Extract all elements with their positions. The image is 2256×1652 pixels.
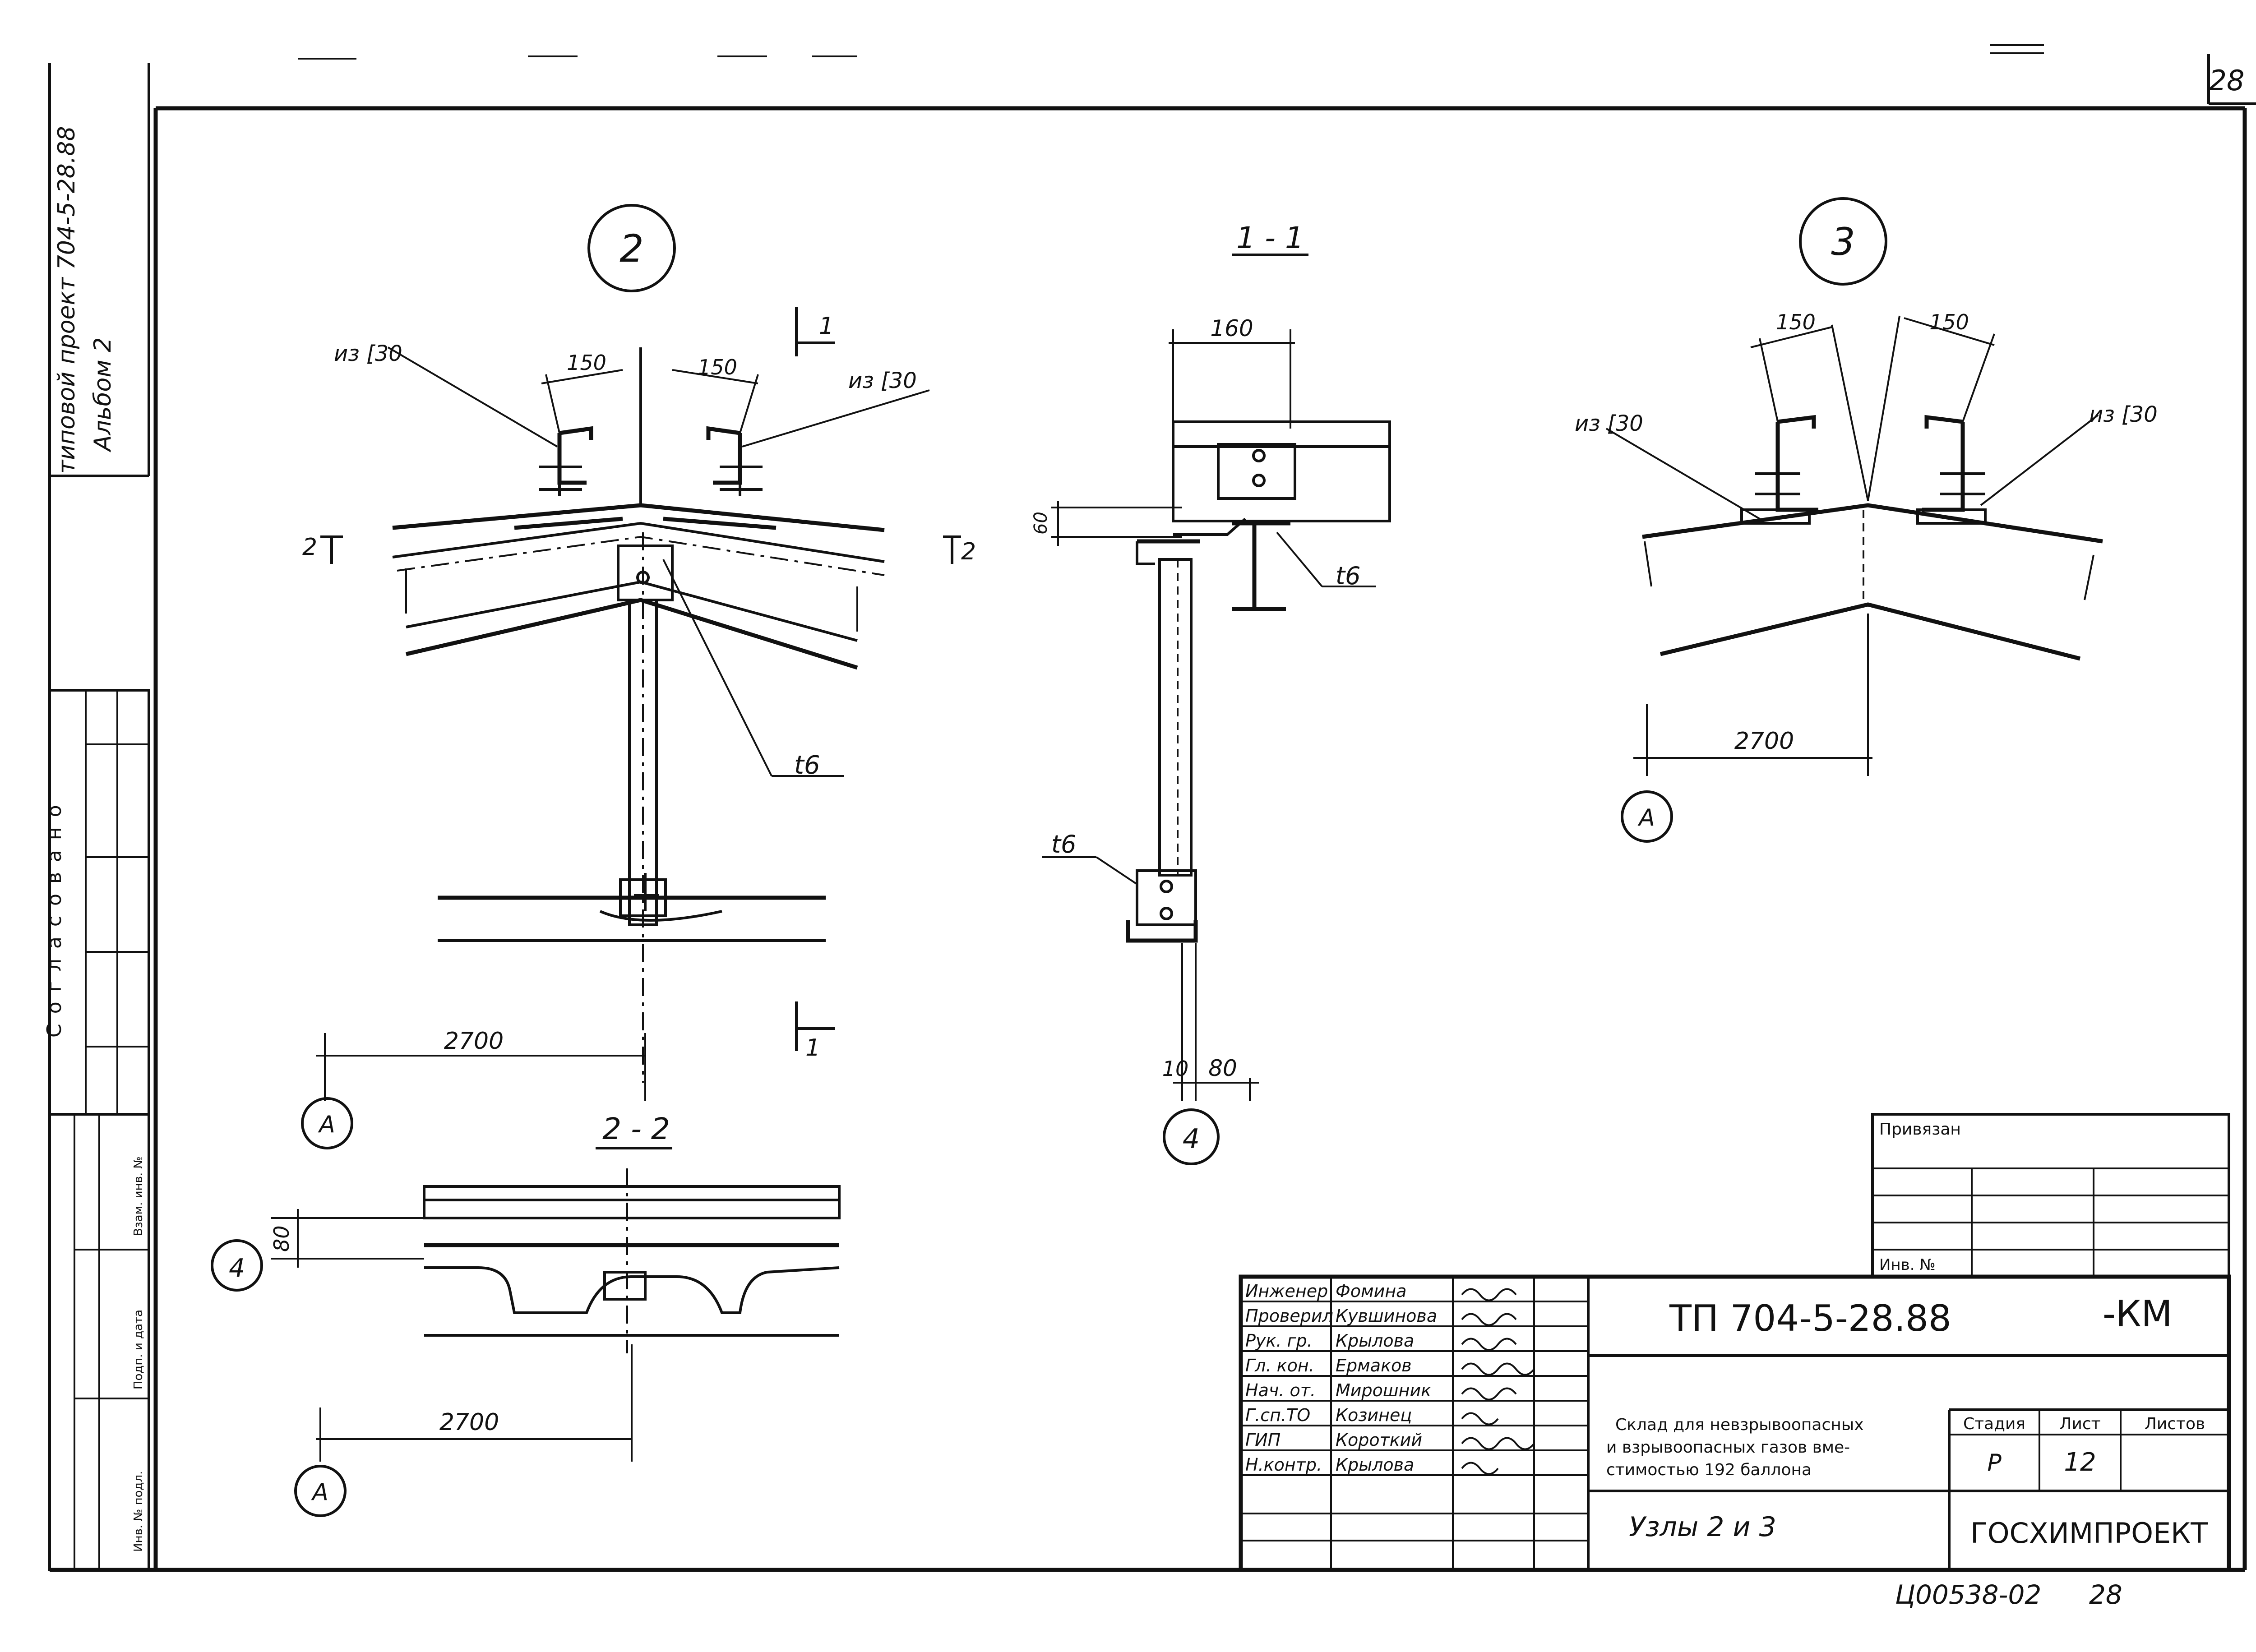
stage-header: Стадия — [1963, 1415, 2025, 1433]
sheet-value: 12 — [2064, 1448, 2096, 1477]
node2-axis: А — [318, 1111, 335, 1138]
node2-callout: 2 — [619, 226, 643, 271]
node2-profile-right: из [30 — [848, 368, 917, 393]
stamp-label-replaced: Взам. инв. № — [132, 1156, 145, 1236]
node2-cut-1-top: 1 — [819, 313, 834, 340]
section11-axis: 4 — [1183, 1123, 1200, 1155]
drawing-name: Узлы 2 и 3 — [1629, 1511, 1776, 1543]
node3-dim-right: 150 — [1929, 310, 1969, 334]
vertical-stamp-project: типовой проект 704-5-28.88 — [53, 126, 80, 474]
stamp-label-signature: Подп. и дата — [132, 1310, 145, 1389]
sig-name: Козинец — [1336, 1405, 1412, 1425]
vertical-stamp-album: Альбом 2 — [89, 337, 116, 452]
section22-title: 2 - 2 — [602, 1112, 670, 1146]
section11-dim-a: 10 — [1162, 1057, 1189, 1081]
sig-name: Ермаков — [1336, 1356, 1412, 1375]
signature-rows: Инженер Фомина Проверил Кувшинова Рук. г… — [1245, 1281, 1535, 1475]
organization: ГОСХИМПРОЕКТ — [1970, 1517, 2208, 1550]
sig-name: Фомина — [1336, 1281, 1406, 1301]
sheets-header: Листов — [2145, 1415, 2205, 1433]
sig-role: Инженер — [1245, 1281, 1328, 1301]
sig-role: Гл. кон. — [1245, 1356, 1314, 1375]
section-2-2-view — [211, 1147, 841, 1517]
section11-title: 1 - 1 — [1236, 221, 1304, 255]
node2-plate: t6 — [794, 751, 820, 780]
section-1-1-view — [1042, 254, 1391, 1165]
sig-role: Рук. гр. — [1245, 1331, 1313, 1351]
node2-profile-left: из [30 — [334, 341, 402, 366]
section22-axis-left: 4 — [229, 1254, 245, 1283]
callout-circle-2 — [587, 204, 676, 292]
callout-circle-3 — [1799, 197, 1887, 286]
node2-dim-left: 150 — [567, 351, 606, 375]
axis-bubble-section22 — [294, 1465, 347, 1517]
title-block-grid — [1239, 1113, 2231, 1572]
section22-span: 2700 — [439, 1409, 499, 1436]
node-2-view — [301, 204, 961, 1149]
bottom-num: 28 — [2089, 1579, 2122, 1610]
sheet-frame — [50, 44, 2256, 1572]
node3-span: 2700 — [1734, 728, 1794, 755]
sig-role: ГИП — [1245, 1430, 1281, 1450]
node2-cut-2-left: 2 — [302, 534, 317, 561]
sig-role: Нач. от. — [1245, 1380, 1316, 1400]
section11-dim-b: 80 — [1208, 1055, 1237, 1081]
sig-name: Крылова — [1336, 1455, 1414, 1475]
node3-profile-left: из [30 — [1575, 411, 1643, 436]
sheet-header: Лист — [2059, 1415, 2100, 1433]
sig-name: Крылова — [1336, 1331, 1414, 1351]
axis-bubble-node2 — [301, 1097, 353, 1149]
node2-dim-right: 150 — [698, 355, 737, 379]
sheet-number: 28 — [2209, 64, 2245, 97]
sig-name: Кувшинова — [1336, 1306, 1437, 1326]
section11-width: 160 — [1210, 315, 1253, 341]
axis-bubble-section22-left — [211, 1239, 263, 1292]
sig-role: Проверил — [1245, 1306, 1333, 1326]
node3-profile-right: из [30 — [2089, 402, 2158, 427]
sig-name: Короткий — [1336, 1430, 1422, 1450]
stamp-label-inventory: Инв. № подл. — [132, 1471, 145, 1552]
node2-span: 2700 — [444, 1028, 504, 1055]
node3-axis: А — [1637, 804, 1655, 831]
stage-value: Р — [1987, 1449, 2002, 1477]
section11-height: 60 — [1031, 512, 1051, 535]
sig-role: Н.контр. — [1245, 1455, 1322, 1475]
bottom-code: Ц00538-02 — [1895, 1579, 2041, 1610]
attached-label: Привязан — [1879, 1120, 1961, 1139]
object-line-3: стимостью 192 баллона — [1606, 1461, 1812, 1479]
sig-role: Г.сп.ТО — [1245, 1405, 1310, 1425]
node3-callout: 3 — [1831, 220, 1855, 264]
left-margin — [48, 63, 150, 1571]
node2-cut-1-bottom: 1 — [805, 1034, 820, 1061]
section22-axis: А — [311, 1479, 328, 1506]
section11-plate-top: t6 — [1336, 562, 1361, 590]
section22-dim-v: 80 — [269, 1225, 294, 1252]
sig-name: Мирошник — [1336, 1380, 1431, 1400]
object-line-2: и взрывоопасных газов вме- — [1606, 1438, 1850, 1457]
node-3-view — [1605, 197, 2103, 843]
inv-no-label: Инв. № — [1879, 1256, 1936, 1274]
axis-bubble-node3 — [1621, 790, 1673, 843]
agreed-label: Согласовано — [43, 795, 66, 1038]
node3-dim-left: 150 — [1776, 310, 1816, 334]
drawing-code: ТП 704-5-28.88 — [1669, 1297, 1951, 1339]
node2-cut-2-right: 2 — [961, 538, 976, 565]
drawing-suffix: -КМ — [2103, 1293, 2173, 1335]
object-line-1: Склад для невзрывоопасных — [1615, 1416, 1864, 1434]
axis-bubble-section11 — [1163, 1108, 1220, 1165]
section11-plate-bottom: t6 — [1051, 830, 1077, 858]
